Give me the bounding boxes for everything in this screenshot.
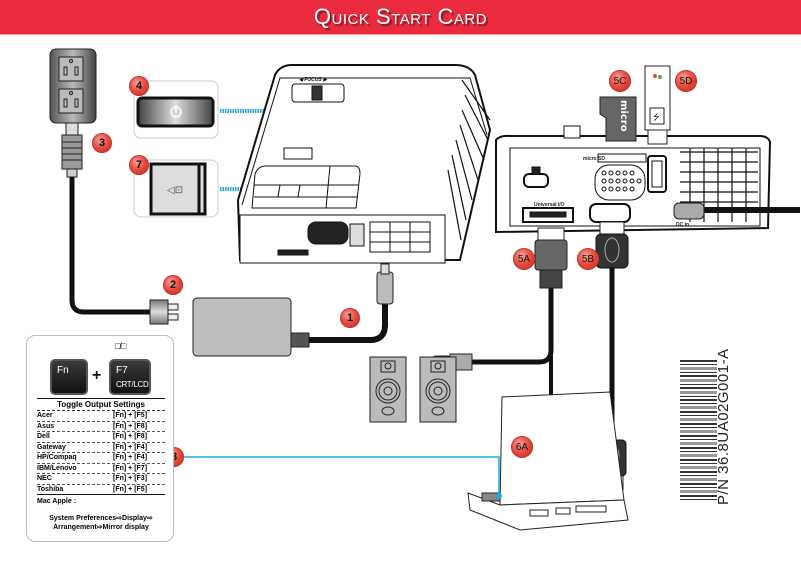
wall-outlet — [49, 48, 97, 178]
power-cord — [69, 177, 150, 315]
mac-instructions: System Preferences⇨Display⇨ Arrangement⇨… — [49, 515, 153, 531]
toggle-guide-line — [184, 456, 500, 496]
callout-5d: 5D — [675, 70, 697, 92]
callout-3: 3 — [92, 133, 112, 153]
usb-flash-drive: ⭍ — [644, 65, 671, 145]
monitor-toggle-icon: □/□ — [115, 341, 126, 351]
table-row: Acer[Fn] + [F5] — [37, 411, 165, 422]
fn-key-label: Fn — [57, 365, 69, 376]
callout-4: 4 — [129, 76, 149, 96]
plus-sign: + — [92, 367, 102, 384]
universal-io-port-label: Universal I/O — [534, 202, 565, 208]
svg-text:◁⊡: ◁⊡ — [167, 185, 183, 196]
callout-6a: 6A — [511, 436, 533, 458]
header-banner: Quick Start Card — [0, 0, 801, 34]
f7-key-sublabel: CRT/LCD — [116, 380, 149, 389]
callout-7: 7 — [129, 155, 149, 175]
power-adapter — [192, 263, 394, 357]
table-row: Toshiba[Fn] + [F5] — [37, 485, 165, 495]
toggle-output-table: Toggle Output Settings Acer[Fn] + [F5] A… — [37, 398, 165, 532]
svg-text:micro: micro — [618, 100, 629, 132]
table-row: Asus[Fn] + [F8] — [37, 422, 165, 432]
callout-5a: 5A — [513, 248, 535, 270]
table-row: Dell[Fn] + [F8] — [37, 432, 165, 443]
f7-key: F7 CRT/LCD — [109, 359, 151, 395]
callout-5c: 5C — [609, 70, 631, 92]
callout-2: 2 — [163, 275, 183, 295]
svg-text:⭍: ⭍ — [653, 113, 660, 122]
micro-sd-port-label: micro SD — [583, 156, 605, 162]
fn-key: Fn — [50, 359, 88, 395]
toggle-output-card: Fn + □/□ F7 CRT/LCD Toggle Output Settin… — [26, 335, 174, 542]
table-row: IBM/Lenovo[Fn] + [F7] — [37, 464, 165, 474]
power-button-inset — [133, 80, 219, 139]
laptop — [467, 391, 629, 531]
table-row: HP/Compaq[Fn] + [F4] — [37, 453, 165, 464]
f7-key-label: F7 — [116, 365, 128, 376]
part-number: P/N 36.8UA02G001-A — [715, 348, 732, 505]
micro-sd-card: micro — [599, 96, 637, 142]
callout-1: 1 — [340, 308, 360, 328]
header-divider — [0, 34, 801, 35]
speakers — [369, 356, 457, 423]
page-title: Quick Start Card — [313, 4, 488, 29]
projector-rear-view — [495, 125, 772, 234]
barcode — [680, 360, 717, 500]
callout-5b: 5B — [577, 248, 599, 270]
table-row: NEC[Fn] + [F3] — [37, 474, 165, 485]
dc-in-cable — [673, 202, 800, 220]
table-row: Gateway[Fn] + [F4] — [37, 443, 165, 453]
mac-title: Mac Apple : — [37, 498, 77, 505]
power-plug — [149, 299, 179, 325]
dc-in-port-label: DC in — [676, 222, 690, 228]
projector-top-view — [236, 64, 492, 264]
toggle-table-title: Toggle Output Settings — [37, 398, 165, 411]
focus-label: ◀ FOCUS ▶ — [299, 77, 328, 83]
source-button-inset: ◁⊡ — [133, 159, 219, 218]
